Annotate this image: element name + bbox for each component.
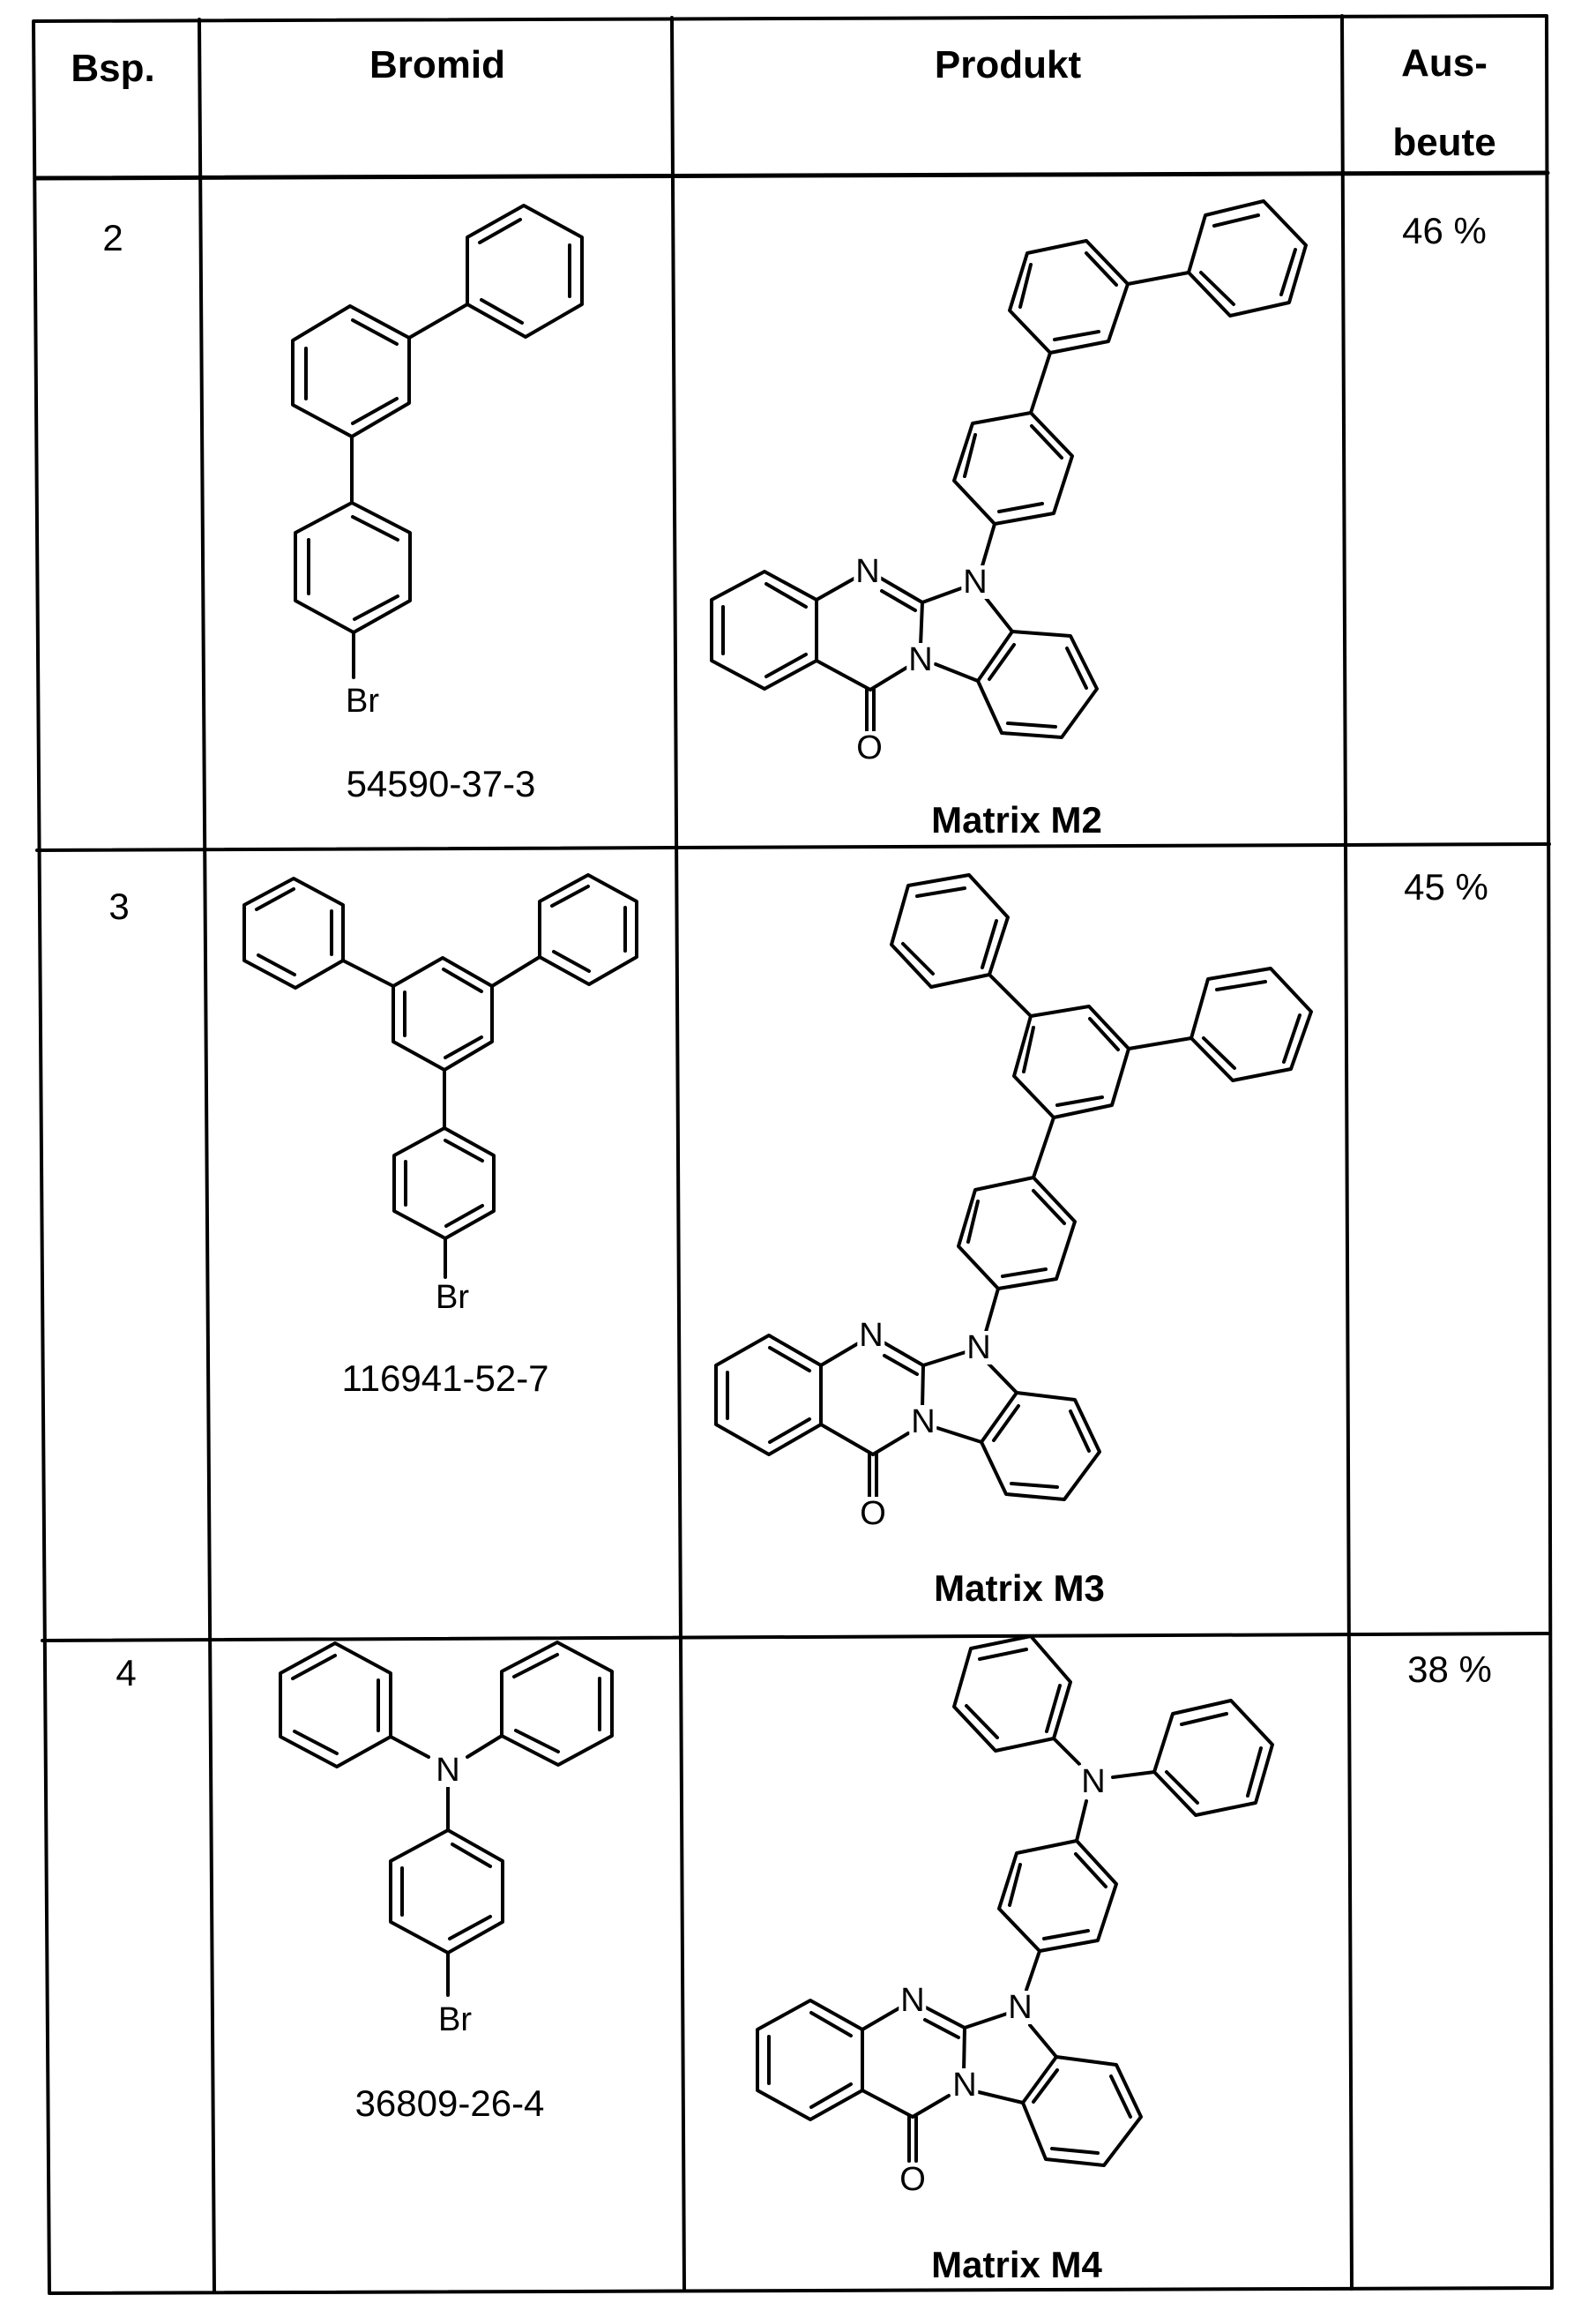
structure-bromide-4 (279, 1641, 614, 1997)
header-yield-line1: Aus- (1401, 41, 1488, 85)
column-divider (670, 16, 686, 2292)
product-name: Matrix M2 (931, 799, 1102, 841)
nitrogen-atom-label: N (854, 553, 882, 590)
oxygen-atom-label: O (854, 729, 884, 766)
bromide-cas-number: 116941-52-7 (341, 1357, 549, 1399)
oxygen-atom-label: O (858, 1495, 888, 1532)
table-border (32, 14, 1554, 2295)
header-yield-line2: beute (1392, 121, 1496, 164)
header-bromide: Bromid (369, 43, 505, 86)
yield-value: 45 % (1404, 866, 1488, 908)
row-divider (41, 1632, 1552, 1642)
header-product: Produkt (934, 43, 1082, 86)
nitrogen-atom-label: N (951, 2067, 979, 2104)
bromine-atom-label: Br (344, 683, 381, 720)
nitrogen-atom-label: N (434, 1752, 462, 1789)
nitrogen-atom-label: N (906, 641, 935, 678)
structure-bromide-3 (242, 873, 638, 1279)
nitrogen-atom-label: N (965, 1329, 993, 1366)
column-divider (198, 18, 216, 2293)
header-example-number: Bsp. (71, 47, 155, 90)
nitrogen-atom-label: N (899, 1982, 927, 2019)
structure-product-m4 (756, 1634, 1274, 2167)
nitrogen-atom-label: N (909, 1403, 937, 1440)
example-number: 2 (102, 217, 123, 258)
bromide-cas-number: 36809-26-4 (354, 2082, 545, 2124)
nitrogen-atom-label: N (857, 1317, 885, 1354)
product-name: Matrix M4 (931, 2244, 1102, 2285)
nitrogen-atom-label: N (961, 564, 989, 601)
nitrogen-atom-label: N (1006, 1989, 1034, 2026)
structure-bromide-2 (291, 204, 584, 679)
yield-value: 46 % (1402, 210, 1487, 251)
structure-product-m2 (710, 199, 1308, 739)
example-number: 4 (116, 1652, 137, 1693)
header-row-divider (33, 170, 1550, 181)
structure-product-m3 (714, 873, 1313, 1501)
yield-value: 38 % (1407, 1648, 1492, 1690)
bromide-cas-number: 54590-37-3 (346, 763, 536, 804)
example-number: 3 (108, 886, 130, 927)
nitrogen-atom-label: N (1079, 1763, 1108, 1800)
row-divider (35, 842, 1551, 852)
column-divider (1340, 14, 1354, 2291)
oxygen-atom-label: O (898, 2161, 928, 2198)
bromine-atom-label: Br (434, 1279, 471, 1316)
bromine-atom-label: Br (436, 2001, 474, 2038)
product-name: Matrix M3 (934, 1567, 1105, 1609)
